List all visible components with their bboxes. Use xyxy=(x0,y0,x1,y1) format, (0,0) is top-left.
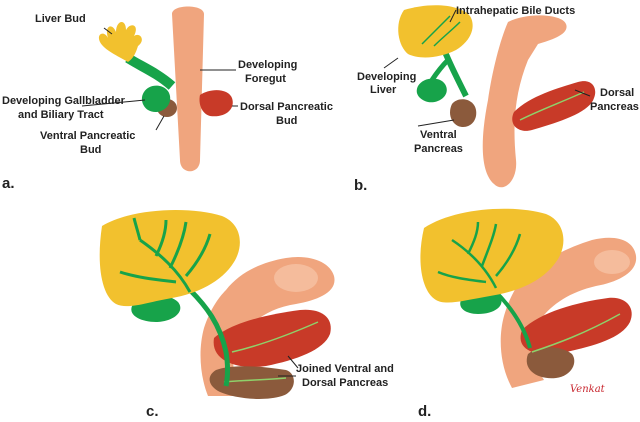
foregut-shape-c xyxy=(200,256,335,396)
panel-a: Liver Bud Developing Foregut Developing … xyxy=(2,6,333,192)
liver-shape-c xyxy=(99,210,240,307)
ventral-pancreas-shape-b xyxy=(450,99,477,128)
panel-letter-d: d. xyxy=(418,403,431,420)
label-dorsal-b-1: Dorsal xyxy=(600,87,634,99)
label-developing-liver-2: Liver xyxy=(370,84,397,96)
artist-signature: Venkat xyxy=(570,384,606,395)
label-gallbladder-1: Developing Gallbladder xyxy=(2,95,126,107)
pancreas-head-shape-d xyxy=(526,347,575,379)
gallbladder-shape-b xyxy=(416,78,447,103)
panel-c: Joined Ventral and Dorsal Pancreas c. xyxy=(99,210,394,420)
label-ventral-bud-2: Bud xyxy=(80,144,101,156)
gallbladder-shape xyxy=(141,85,171,113)
label-joined-2: Dorsal Pancreas xyxy=(302,377,388,389)
label-dorsal-bud-2: Bud xyxy=(276,115,297,127)
label-ventral-bud-1: Ventral Pancreatic xyxy=(40,130,135,142)
label-gallbladder-2: and Biliary Tract xyxy=(18,109,104,121)
label-ventral-b-1: Ventral xyxy=(420,129,457,141)
developing-foregut-shape xyxy=(172,6,204,172)
liver-bud-shape xyxy=(98,21,142,62)
label-dorsal-bud-1: Dorsal Pancreatic xyxy=(240,101,333,113)
dorsal-pancreas-shape-b xyxy=(512,81,596,131)
label-developing-foregut-1: Developing xyxy=(238,59,297,71)
foregut-shape-b xyxy=(482,15,567,188)
pancreas-shape-d xyxy=(520,297,632,355)
dorsal-pancreatic-bud-shape xyxy=(199,90,233,117)
label-liver-bud: Liver Bud xyxy=(35,13,86,25)
panel-b: Intrahepatic Bile Ducts Developing Liver… xyxy=(354,5,639,194)
label-intrahepatic: Intrahepatic Bile Ducts xyxy=(456,5,575,17)
label-dorsal-b-2: Pancreas xyxy=(590,101,639,113)
label-ventral-b-2: Pancreas xyxy=(414,143,463,155)
panel-letter-b: b. xyxy=(354,177,367,194)
panel-letter-a: a. xyxy=(2,175,15,192)
panel-d: Venkat d. xyxy=(418,208,637,420)
ventral-pancreas-shape-c xyxy=(209,366,294,399)
liver-shape-d xyxy=(420,208,564,303)
dorsal-pancreas-shape-c xyxy=(213,309,331,367)
label-developing-foregut-2: Foregut xyxy=(245,73,286,85)
label-joined-1: Joined Ventral and xyxy=(296,363,394,375)
biliary-tract-shape xyxy=(125,53,176,90)
panel-letter-c: c. xyxy=(146,403,159,420)
label-developing-liver-1: Developing xyxy=(357,71,416,83)
